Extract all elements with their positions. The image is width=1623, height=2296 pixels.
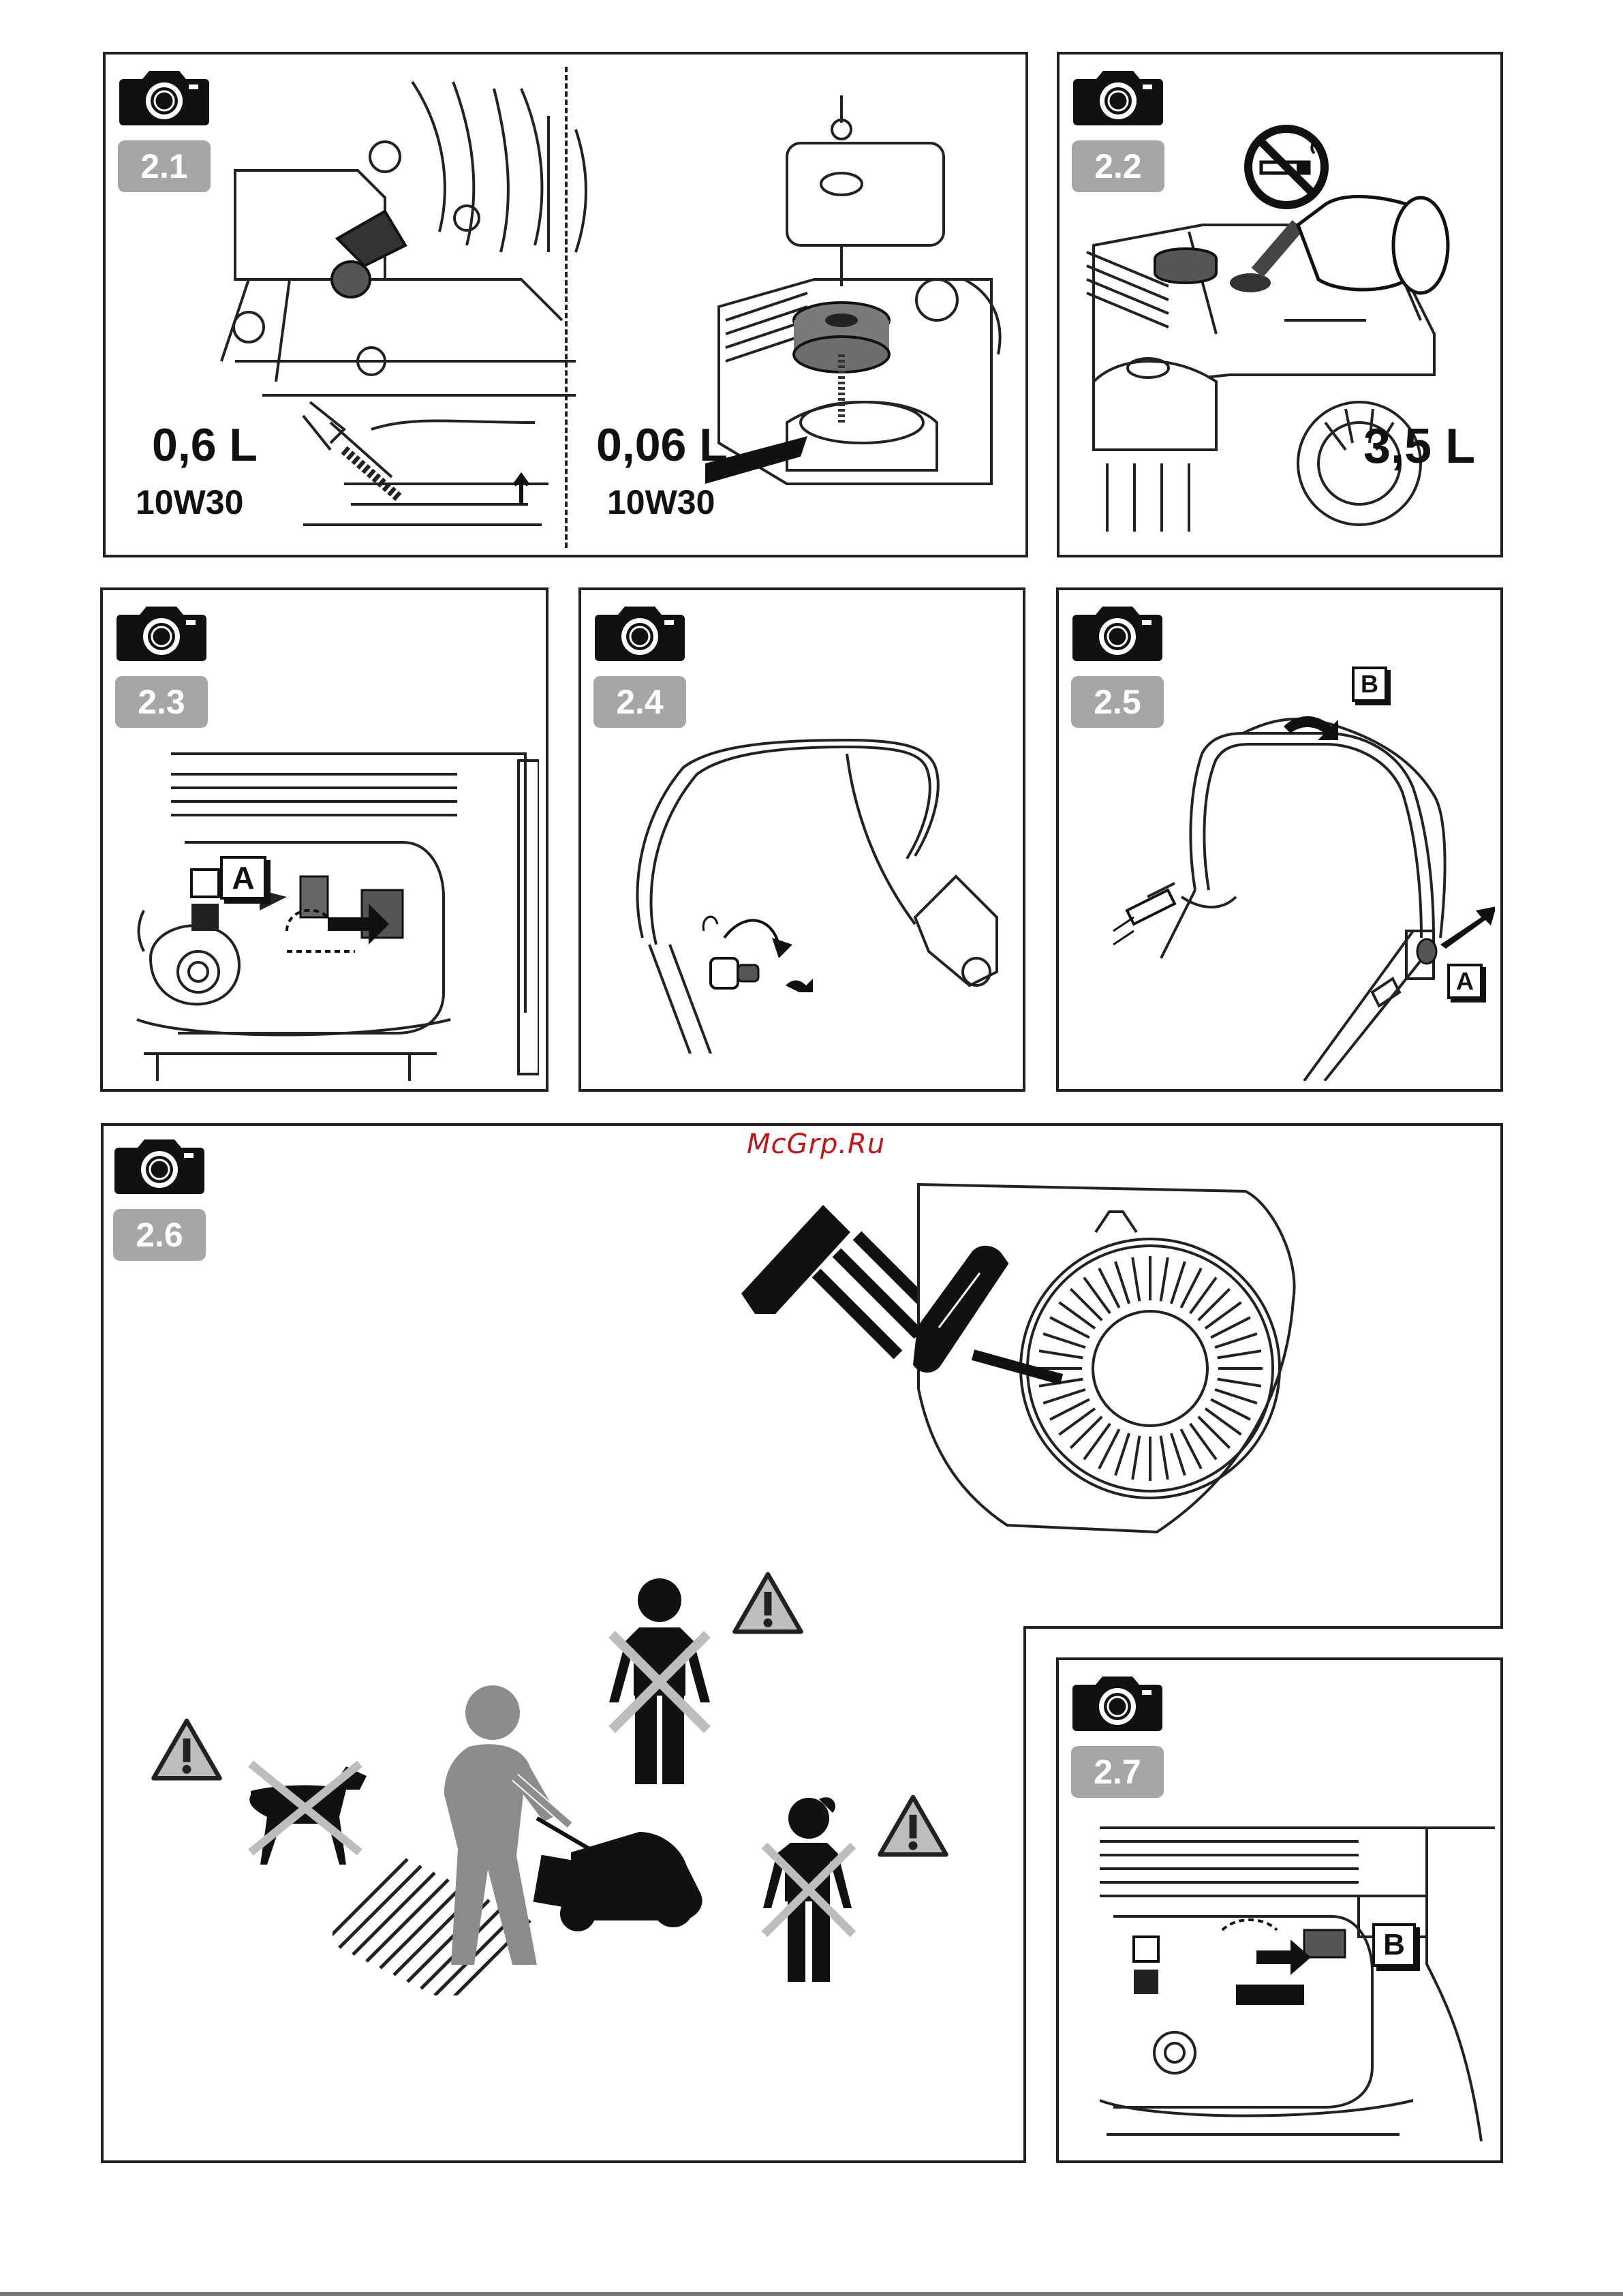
camera-icon [1071,602,1164,662]
fuel-tap-close-illustration [1100,1814,1495,2155]
warning-triangle-icon [731,1570,805,1635]
handle-brake-bail-illustration [1086,672,1495,1081]
panel-number: 2.6 [113,1209,206,1261]
panel-2-1: 2.1 0,6 L 10W30 [103,52,1028,557]
panel-number: 2.7 [1071,1746,1164,1798]
recoil-starter-illustration [714,1171,1395,1552]
panel-number: 2.3 [115,676,208,728]
dipstick-level-icon [290,388,548,538]
page-bottom-rule [0,2292,1623,2296]
panel-2-7: 2.7 B [1056,1657,1503,2163]
callout-label-b: B [1352,667,1387,702]
child-girl-no-icon [758,1791,860,1995]
warning-triangle-icon [150,1716,223,1781]
watermark: McGrp.Ru [747,1129,885,1160]
operator-mowing-illustration [333,1682,714,1995]
oil-grade-left: 10W30 [136,483,243,522]
camera-icon [113,1135,206,1195]
fuel-tank-illustration [1080,164,1496,545]
oil-volume-left: 0,6 L [152,418,258,472]
panel-divider [565,67,568,548]
fuel-volume: 3,5 L [1363,418,1475,474]
camera-icon [1072,67,1164,127]
camera-icon [118,67,211,127]
warning-triangle-icon [876,1792,950,1858]
panel-2-5: 2.5 B A [1056,587,1503,1092]
camera-icon [1071,1672,1164,1732]
air-filter-illustration [705,82,1019,518]
panel-number: 2.1 [118,140,211,192]
panel-2-2: 2.2 3,5 L [1057,52,1503,557]
oil-filler-illustration [208,75,644,429]
camera-icon [593,602,686,662]
callout-label-a: A [220,856,266,900]
panel-2-4: 2.4 [578,587,1025,1092]
callout-label-b: B [1372,1923,1416,1967]
panel-2-3: 2.3 A [100,587,548,1092]
oil-volume-right: 0,06 L [596,418,728,472]
callout-label-a: A [1447,964,1483,999]
oil-grade-right: 10W30 [607,483,715,522]
handle-choke-illustration [622,713,1004,1054]
fuel-tap-illustration [123,733,539,1088]
camera-icon [115,602,208,662]
